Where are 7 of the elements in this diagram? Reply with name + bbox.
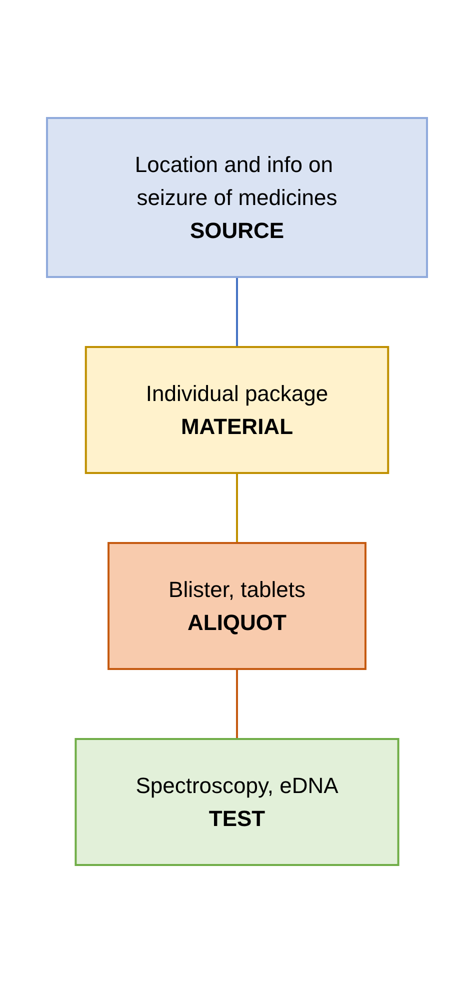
node-box: Blister, tablets ALIQUOT xyxy=(108,542,366,670)
connector xyxy=(236,472,238,542)
connector xyxy=(236,276,238,346)
connector xyxy=(236,668,238,738)
node-box: Individual package MATERIAL xyxy=(84,346,390,474)
node-box: Location and info on seizure of medicines SOURCE xyxy=(46,116,428,278)
node-box: Spectroscopy, eDNA TEST xyxy=(74,738,400,866)
